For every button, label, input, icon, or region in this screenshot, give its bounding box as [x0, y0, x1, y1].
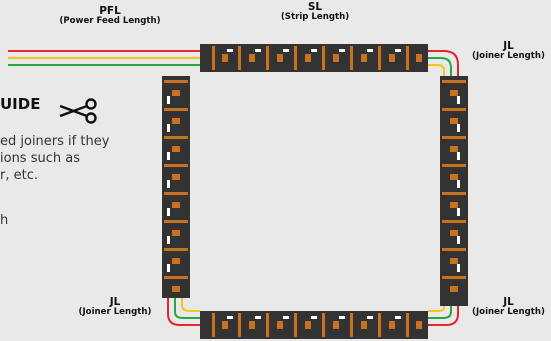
power-feed-full-name: (Power Feed Length)	[59, 16, 161, 27]
joiner-length-label-bottom-right: JL (Joiner Length)	[466, 296, 551, 318]
strip-length-label: SL (Strip Length)	[260, 1, 370, 23]
scissors-icon	[59, 98, 97, 124]
joiner-length-label-bottom-left: JL (Joiner Length)	[70, 296, 160, 318]
led-strip-top	[200, 44, 428, 72]
joiner-length-full-name: (Joiner Length)	[472, 51, 545, 62]
led-strip-bottom	[200, 311, 428, 339]
joiner-length-code: JL	[503, 40, 514, 52]
joiner-length-full-name: (Joiner Length)	[472, 307, 545, 318]
joiner-length-code: JL	[503, 296, 514, 308]
joiner-length-label-top-right: JL (Joiner Length)	[466, 40, 551, 62]
joiner-length-full-name: (Joiner Length)	[78, 307, 152, 318]
led-strip-right	[440, 76, 468, 306]
strip-length-full-name: (Strip Length)	[280, 12, 350, 23]
power-feed-wires	[8, 50, 200, 66]
led-strip-left	[162, 76, 190, 298]
guide-note: h	[0, 213, 9, 228]
power-feed-code: PFL	[99, 5, 121, 17]
guide-body: ed joiners if they ions such as r, etc.	[0, 134, 110, 183]
joiner-length-code: JL	[109, 296, 121, 308]
joiner-wires-bottom-right	[428, 306, 459, 326]
guide-title: UIDE	[0, 95, 41, 113]
strip-length-code: SL	[307, 1, 323, 13]
power-feed-length-label: PFL (Power Feed Length)	[40, 5, 180, 27]
joiner-wires-bottom-left	[167, 298, 200, 326]
joiner-wires-top-right	[428, 50, 459, 76]
